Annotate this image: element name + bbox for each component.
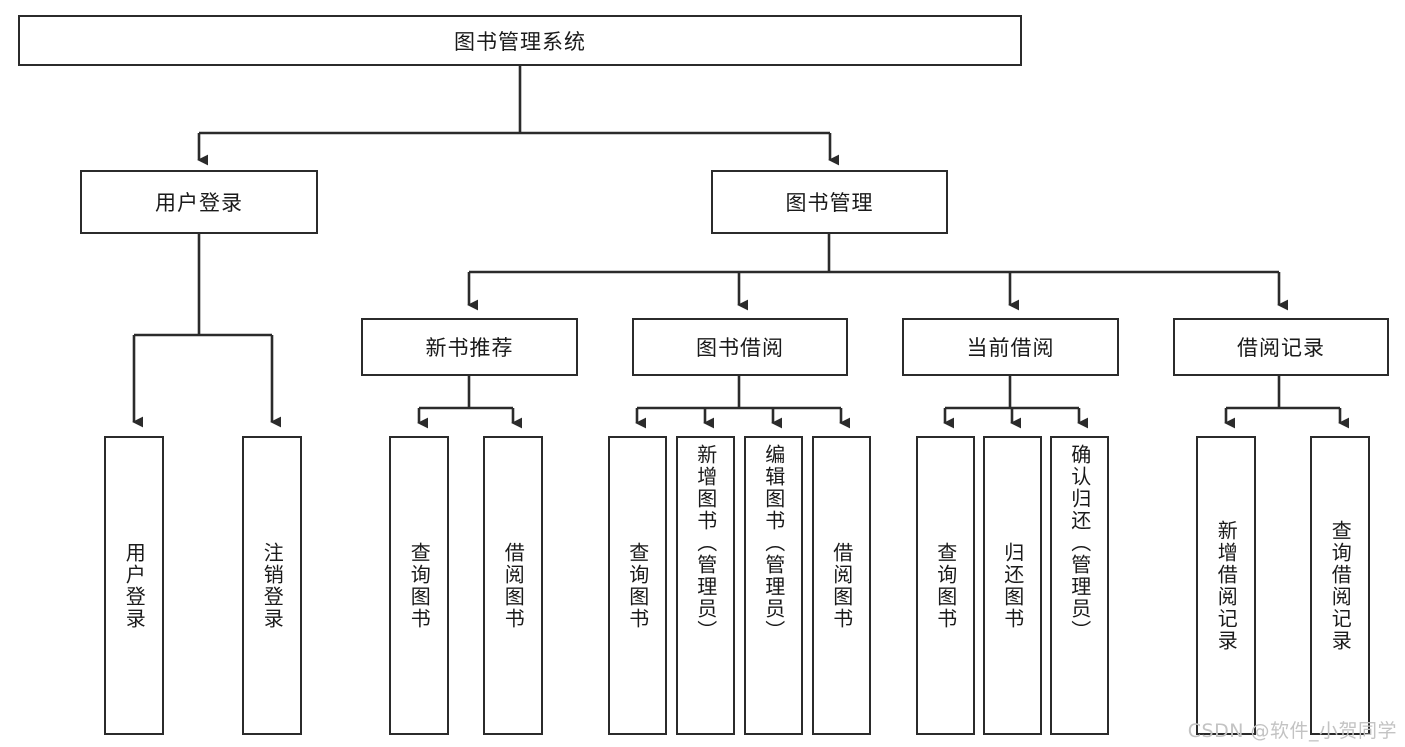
node-label: 用户登录 bbox=[122, 541, 147, 630]
node-book-borrow[interactable]: 图书借阅 bbox=[632, 318, 848, 376]
node-label: 借阅图书 bbox=[501, 541, 526, 630]
leaf-logout-login[interactable]: 注销登录 bbox=[242, 436, 302, 735]
node-label: 用户登录 bbox=[155, 191, 243, 215]
node-book-management-system[interactable]: 图书管理系统 bbox=[18, 15, 1022, 66]
leaf-confirm-return-admin[interactable]: 确认归还（管理员） bbox=[1050, 436, 1109, 735]
leaf-user-login[interactable]: 用户登录 bbox=[104, 436, 164, 735]
leaf-borrow-book-borrow[interactable]: 借阅图书 bbox=[812, 436, 871, 735]
node-label: 确认归还（管理员） bbox=[1067, 444, 1092, 642]
leaf-query-book-recommend[interactable]: 查询图书 bbox=[389, 436, 449, 735]
node-label: 归还图书 bbox=[1000, 541, 1025, 630]
watermark-text: CSDN @软件_小贺同学 bbox=[1187, 720, 1397, 742]
node-label: 图书管理 bbox=[785, 191, 874, 215]
node-label: 图书管理系统 bbox=[454, 29, 586, 54]
node-label: 查询图书 bbox=[625, 541, 650, 630]
leaf-query-book-borrow[interactable]: 查询图书 bbox=[608, 436, 667, 735]
leaf-edit-book-admin[interactable]: 编辑图书（管理员） bbox=[744, 436, 803, 735]
node-label: 新增借阅记录 bbox=[1214, 519, 1239, 652]
node-label: 新增图书（管理员） bbox=[693, 444, 718, 642]
node-new-book-recommend[interactable]: 新书推荐 bbox=[361, 318, 578, 376]
node-borrow-record[interactable]: 借阅记录 bbox=[1173, 318, 1389, 376]
node-label: 查询图书 bbox=[933, 541, 958, 630]
node-label: 注销登录 bbox=[260, 541, 285, 630]
node-current-borrow[interactable]: 当前借阅 bbox=[902, 318, 1119, 376]
leaf-return-book[interactable]: 归还图书 bbox=[983, 436, 1042, 735]
leaf-query-borrow-record[interactable]: 查询借阅记录 bbox=[1310, 436, 1370, 735]
node-user-login[interactable]: 用户登录 bbox=[80, 170, 318, 234]
leaf-add-borrow-record[interactable]: 新增借阅记录 bbox=[1196, 436, 1256, 735]
node-book-management[interactable]: 图书管理 bbox=[711, 170, 948, 234]
node-label: 当前借阅 bbox=[966, 336, 1055, 360]
leaf-query-book-current[interactable]: 查询图书 bbox=[916, 436, 975, 735]
node-label: 图书借阅 bbox=[696, 336, 784, 360]
leaf-borrow-book-recommend[interactable]: 借阅图书 bbox=[483, 436, 543, 735]
leaf-add-book-admin[interactable]: 新增图书（管理员） bbox=[676, 436, 735, 735]
node-label: 编辑图书（管理员） bbox=[761, 444, 786, 642]
node-label: 查询借阅记录 bbox=[1328, 519, 1353, 652]
node-label: 借阅图书 bbox=[829, 541, 854, 630]
node-label: 新书推荐 bbox=[425, 336, 514, 360]
node-label: 查询图书 bbox=[407, 541, 432, 630]
node-label: 借阅记录 bbox=[1237, 336, 1325, 360]
